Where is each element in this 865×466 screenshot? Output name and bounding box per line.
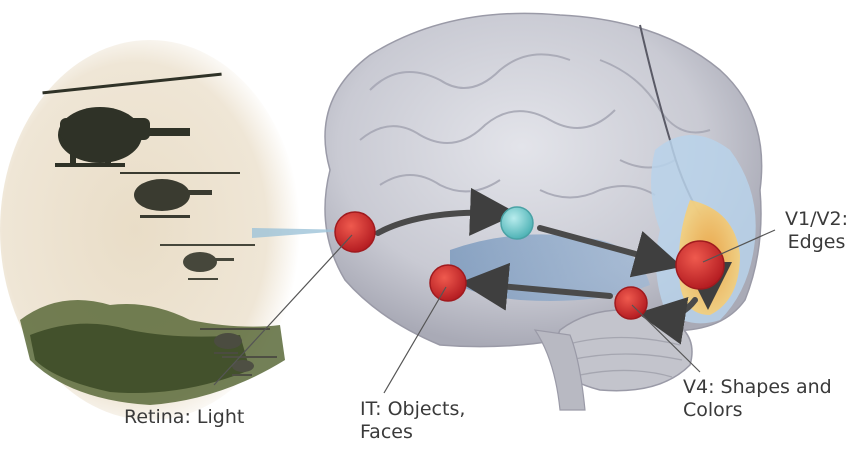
retina-label-line-1: Retina: Light [124, 406, 244, 429]
v1-v2-label: V1/V2: Edges [785, 208, 848, 254]
it-label: IT: Objects, Faces [360, 398, 465, 444]
retina-node [335, 212, 375, 252]
v4-label-line-1: V4: Shapes and [683, 376, 832, 399]
v4-label: V4: Shapes and Colors [683, 376, 832, 422]
v4-node [615, 287, 647, 319]
it-label-line-1: IT: Objects, [360, 398, 465, 421]
retina-label: Retina: Light [124, 406, 244, 429]
v1-v2-label-line-1: V1/V2: [785, 208, 848, 231]
v1-node [676, 241, 724, 289]
it-label-line-2: Faces [360, 421, 465, 444]
brain-illustration [325, 13, 762, 410]
it-node [430, 265, 466, 301]
v1-v2-label-line-2: Edges [785, 231, 848, 254]
lgn-node [501, 207, 533, 239]
v4-label-line-2: Colors [683, 399, 832, 422]
